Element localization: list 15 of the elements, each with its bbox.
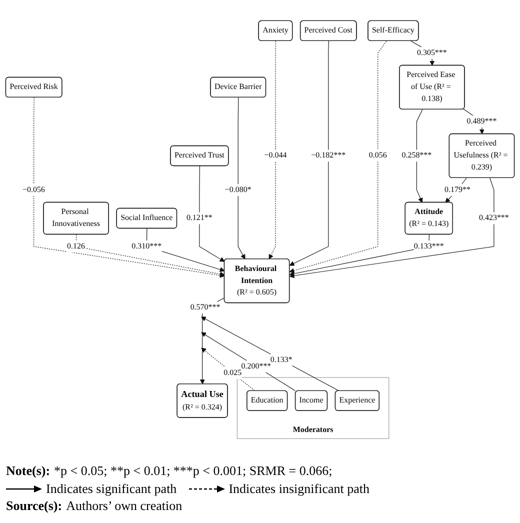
arrow (201, 332, 296, 392)
arrow (201, 348, 255, 392)
arrow (289, 41, 387, 274)
arrow (289, 41, 329, 266)
note-heading: Note(s): (6, 462, 50, 480)
arrow (238, 98, 246, 260)
arrow (268, 41, 276, 260)
arrow (201, 316, 339, 392)
legend-text: Indicates insignificant path (228, 480, 370, 498)
legend-text: Indicates significant path (46, 480, 177, 498)
source-text: Authors’ own creation (66, 497, 182, 516)
note-text: *p < 0.05; **p < 0.01; ***p < 0.001; SRMR = 0.066; (54, 462, 332, 480)
arrow (76, 234, 225, 277)
source-heading: Source(s): (6, 497, 62, 516)
arrow (199, 166, 225, 262)
